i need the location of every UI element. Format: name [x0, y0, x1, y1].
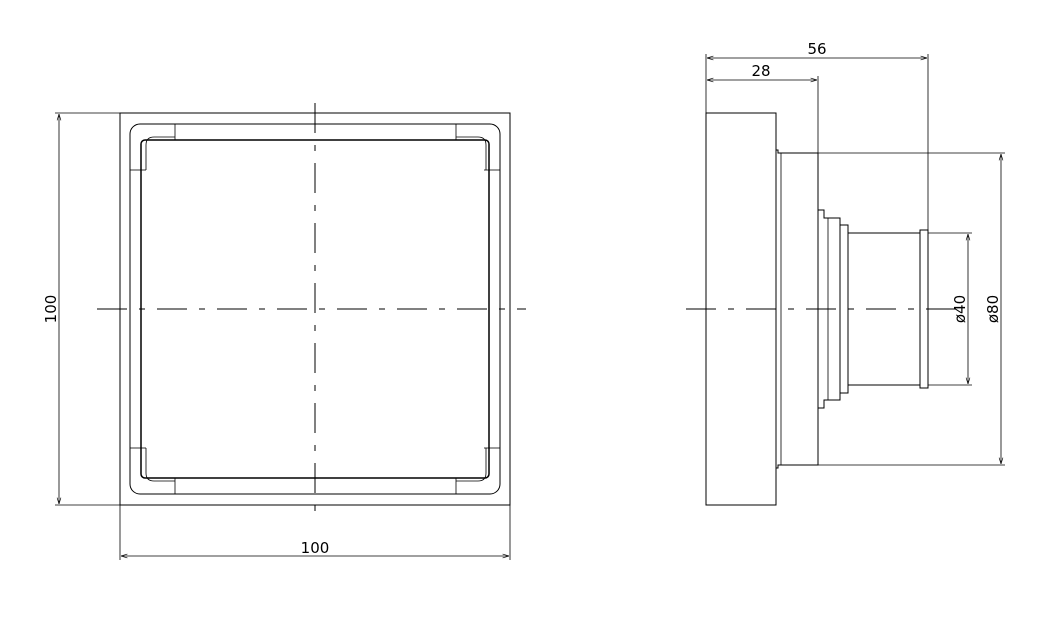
- side-depth-total-dimension: 56: [705, 40, 929, 230]
- front-width-dimension: 100: [119, 505, 511, 560]
- front-width-label: 100: [301, 539, 330, 557]
- side-small-diameter-label: ø40: [951, 295, 969, 323]
- side-depth-total-label: 56: [807, 40, 826, 58]
- front-height-dimension: 100: [42, 112, 120, 506]
- side-step: [840, 224, 849, 394]
- front-view: 100 100: [42, 103, 526, 560]
- side-view: 56 28 ø40 ø80: [686, 40, 1005, 506]
- side-small-diameter-dimension: ø40: [928, 232, 972, 386]
- side-depth-partial-dimension: 28: [707, 62, 819, 153]
- side-flange: [818, 209, 841, 409]
- side-depth-partial-label: 28: [751, 62, 770, 80]
- front-channel: [130, 124, 500, 494]
- side-large-diameter-label: ø80: [984, 295, 1002, 323]
- side-large-diameter-dimension: ø80: [818, 152, 1005, 466]
- front-height-label: 100: [42, 295, 60, 324]
